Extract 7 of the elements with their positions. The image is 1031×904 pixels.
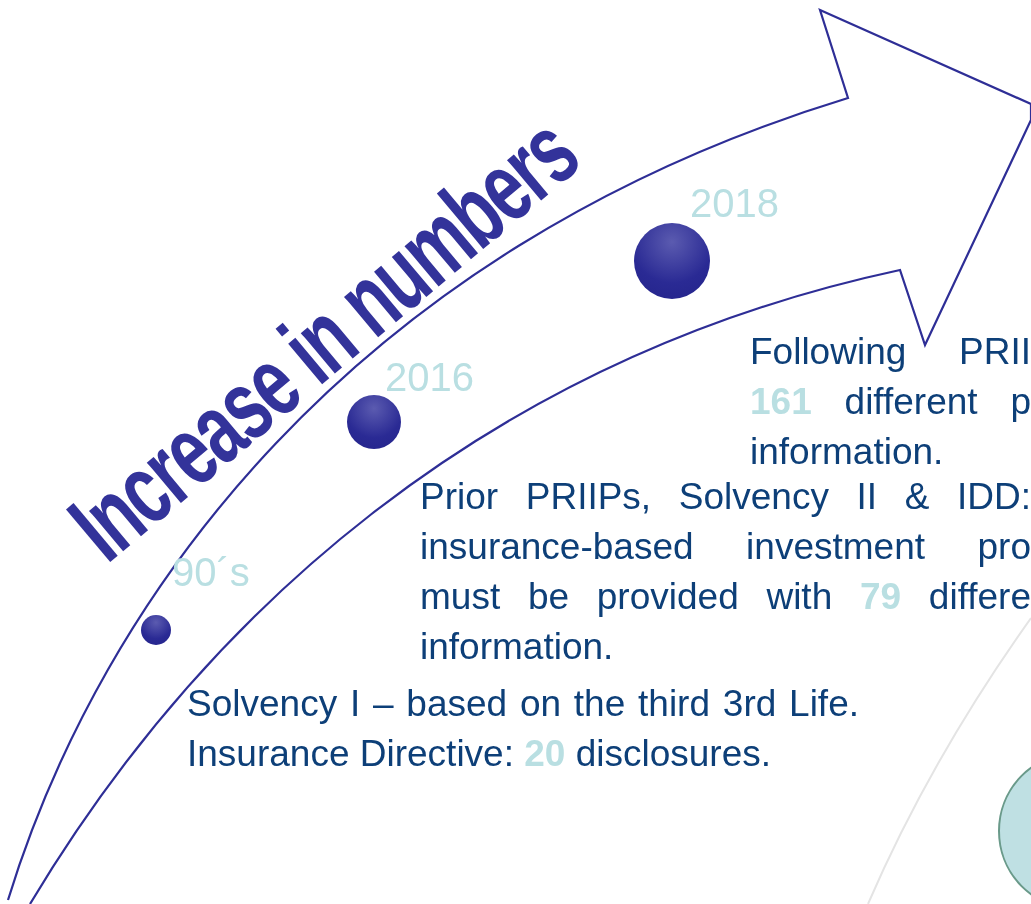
year-label: 2016 <box>385 357 474 397</box>
timeline-dot <box>347 395 401 449</box>
description-text: Prior PRIIPs, Solvency II & IDD: insurance-based investment pro must be provided with 79 differe information. <box>420 475 1031 669</box>
timeline-dot <box>141 615 171 645</box>
description-text: Solvency I – based on the third 3rd Life. Insurance Directive: 20 disclosures. <box>187 682 859 776</box>
year-label: 2018 <box>690 183 779 223</box>
description-text: Following PRII 161 different p information. <box>750 330 1031 474</box>
